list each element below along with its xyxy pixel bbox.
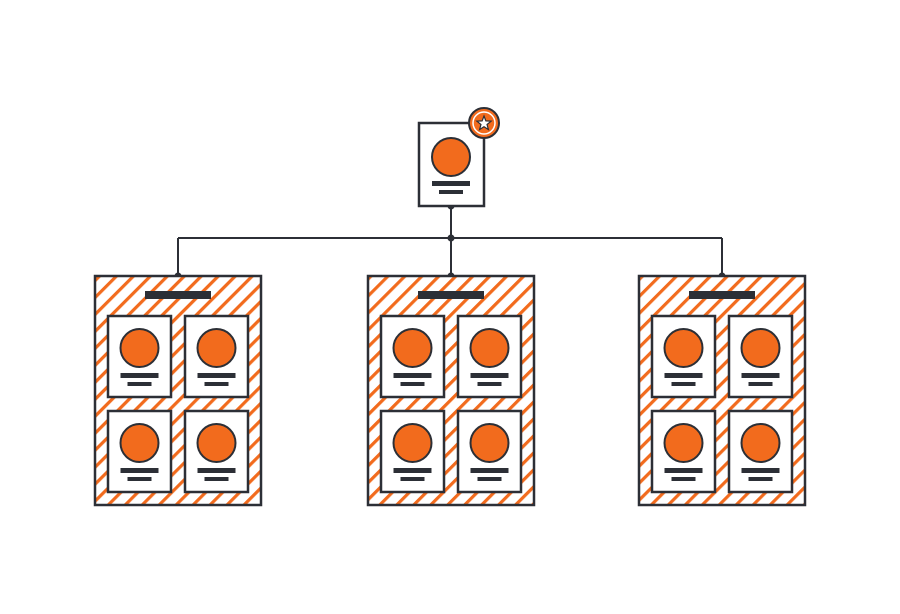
member-card [106, 409, 173, 494]
member-name-bar [470, 468, 509, 473]
member-card [650, 314, 717, 399]
lead-role-bar [439, 190, 463, 194]
member-name-bar [120, 373, 159, 378]
member-name-bar [197, 468, 236, 473]
team-group-2 [366, 274, 536, 507]
star-badge-icon [468, 107, 500, 139]
team-title-bar [689, 291, 755, 299]
member-avatar [469, 328, 510, 368]
member-name-bar [664, 468, 703, 473]
member-card [456, 409, 523, 494]
lead-name-bar [432, 181, 470, 186]
member-card [183, 409, 250, 494]
member-role-bar [400, 477, 425, 481]
member-card [727, 314, 794, 399]
member-role-bar [204, 382, 229, 386]
member-card [650, 409, 717, 494]
member-name-bar [664, 373, 703, 378]
member-avatar [119, 423, 160, 463]
member-avatar [392, 328, 433, 368]
member-card [379, 409, 446, 494]
member-name-bar [470, 373, 509, 378]
member-avatar [392, 423, 433, 463]
member-card [456, 314, 523, 399]
lead-person-card [417, 107, 500, 208]
member-avatar [740, 423, 781, 463]
member-role-bar [748, 477, 773, 481]
member-card [106, 314, 173, 399]
member-name-bar [120, 468, 159, 473]
member-name-bar [393, 373, 432, 378]
member-role-bar [127, 477, 152, 481]
team-title-bar [418, 291, 484, 299]
member-avatar [469, 423, 510, 463]
star-icon [475, 114, 493, 131]
member-card [727, 409, 794, 494]
member-name-bar [741, 373, 780, 378]
member-role-bar [671, 382, 696, 386]
lead-avatar [431, 137, 471, 177]
member-role-bar [127, 382, 152, 386]
team-group-3 [637, 274, 807, 507]
connector-lines [174, 202, 726, 280]
member-avatar [196, 328, 237, 368]
team-groups [93, 274, 807, 507]
member-role-bar [204, 477, 229, 481]
member-avatar [663, 328, 704, 368]
member-avatar [663, 423, 704, 463]
member-card [379, 314, 446, 399]
member-name-bar [197, 373, 236, 378]
member-role-bar [748, 382, 773, 386]
member-avatar [740, 328, 781, 368]
member-avatar [119, 328, 160, 368]
team-group-1 [93, 274, 263, 507]
member-role-bar [477, 477, 502, 481]
junction-dot-center [447, 234, 455, 242]
team-title-bar [145, 291, 211, 299]
member-card [183, 314, 250, 399]
member-name-bar [393, 468, 432, 473]
member-role-bar [671, 477, 696, 481]
member-role-bar [477, 382, 502, 386]
member-avatar [196, 423, 237, 463]
member-role-bar [400, 382, 425, 386]
star-badge-ring [472, 111, 496, 135]
member-name-bar [741, 468, 780, 473]
